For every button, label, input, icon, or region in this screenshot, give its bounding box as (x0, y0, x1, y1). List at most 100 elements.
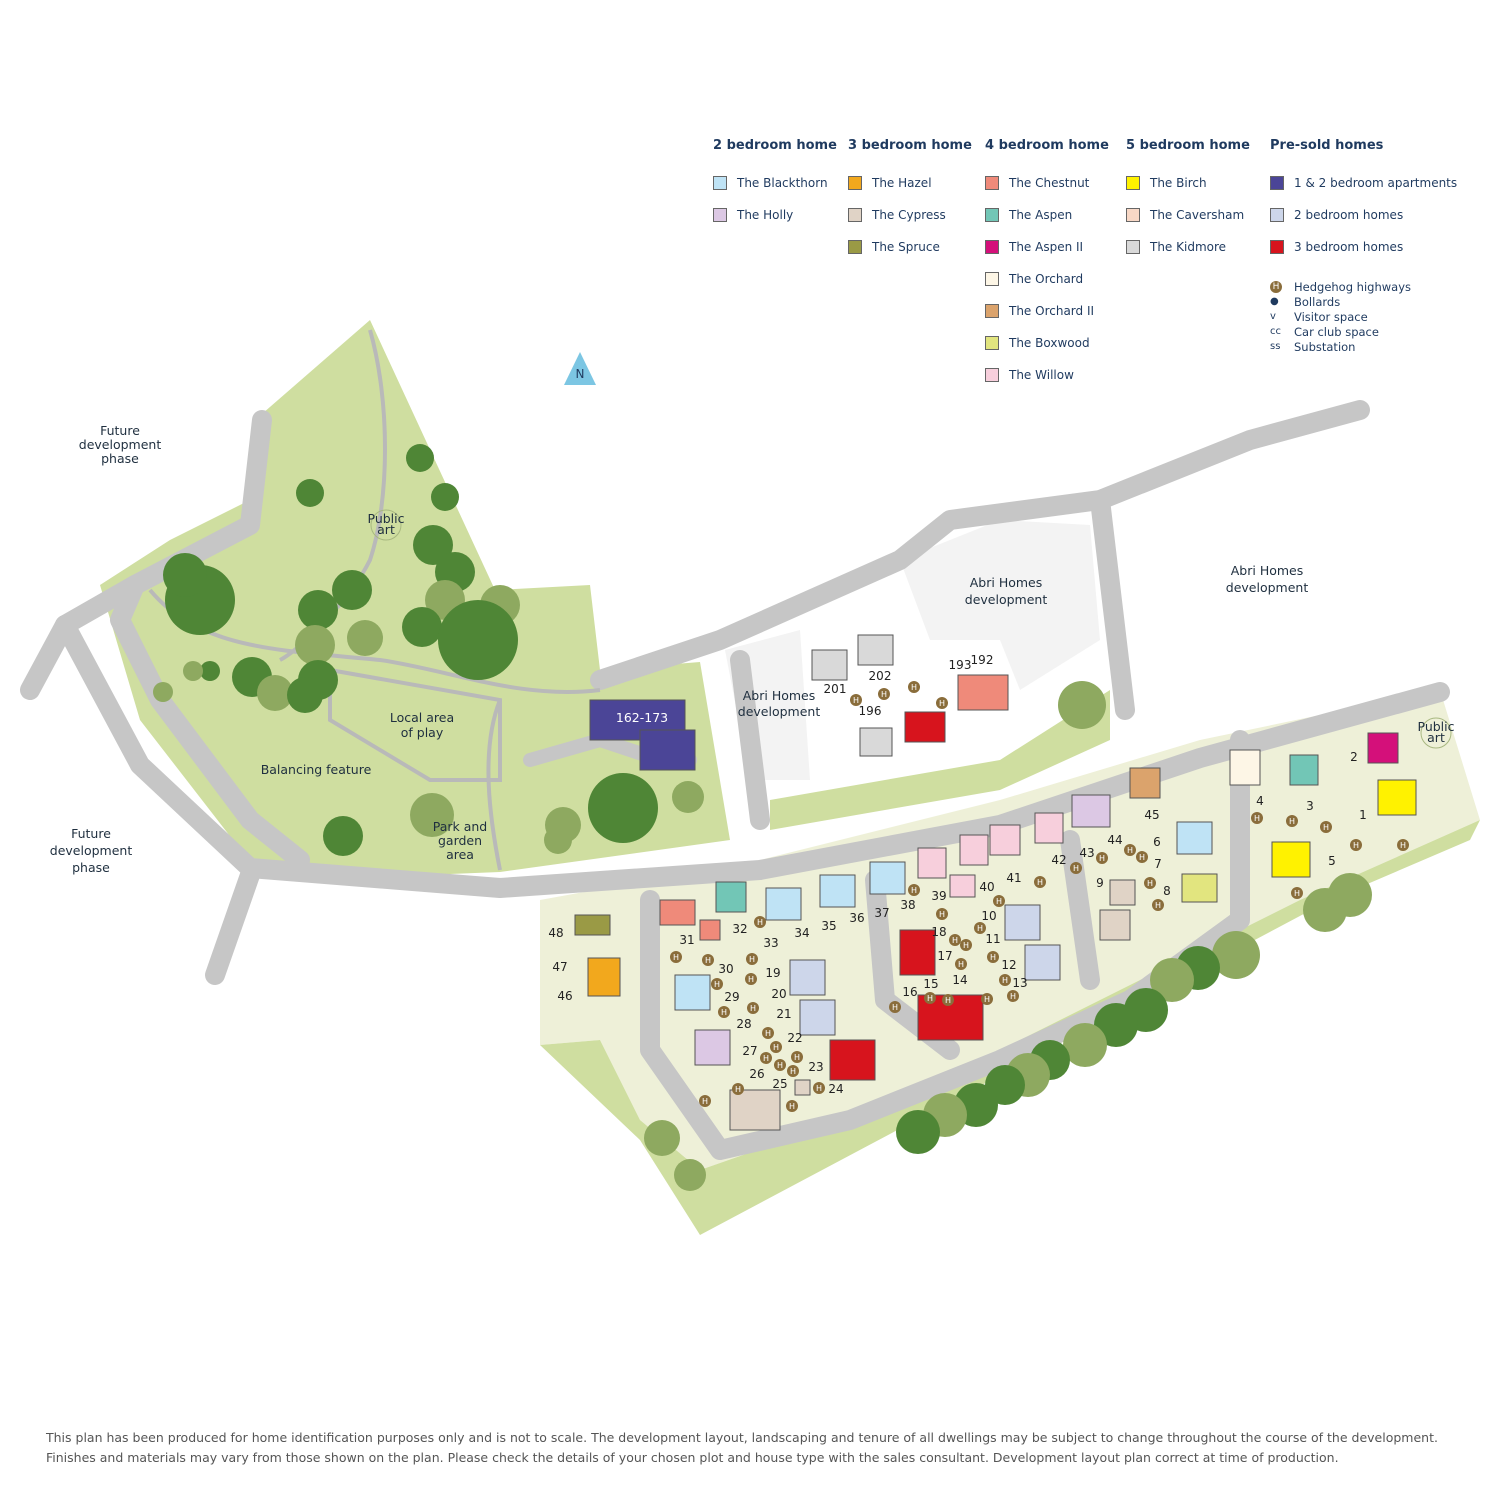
house-footprint[interactable] (1176, 821, 1213, 855)
house-footprint[interactable] (715, 881, 747, 913)
plot-number-21[interactable]: 21 (776, 1007, 791, 1021)
plot-number-43[interactable]: 43 (1079, 846, 1094, 860)
plot-number-17[interactable]: 17 (937, 949, 952, 963)
house-footprint[interactable] (811, 649, 848, 681)
plot-number-39[interactable]: 39 (931, 889, 946, 903)
house-footprint[interactable] (1181, 873, 1218, 903)
plot-number-35[interactable]: 35 (821, 919, 836, 933)
house-footprint[interactable] (699, 919, 721, 941)
plot-number-9[interactable]: 9 (1096, 876, 1104, 890)
plot-number-27[interactable]: 27 (742, 1044, 757, 1058)
plot-number-28[interactable]: 28 (736, 1017, 751, 1031)
plot-number-20[interactable]: 20 (771, 987, 786, 1001)
house-footprint[interactable] (587, 957, 621, 997)
house-footprint[interactable] (694, 1029, 731, 1066)
plot-number-42[interactable]: 42 (1051, 853, 1066, 867)
plot-number-10[interactable]: 10 (981, 909, 996, 923)
house-footprint[interactable] (959, 834, 989, 866)
house-footprint[interactable] (1109, 879, 1136, 906)
house-footprint[interactable] (1289, 754, 1319, 786)
plot-number-196[interactable]: 196 (859, 704, 882, 718)
plot-number-19[interactable]: 19 (765, 966, 780, 980)
plot-number-22[interactable]: 22 (787, 1031, 802, 1045)
plot-number-46[interactable]: 46 (557, 989, 572, 1003)
house-footprint[interactable] (794, 1079, 811, 1096)
house-footprint[interactable] (1377, 779, 1417, 816)
hedgehog-highway-marker: H (718, 1006, 730, 1018)
house-footprint[interactable] (1271, 841, 1311, 878)
house-footprint[interactable] (1071, 794, 1111, 828)
plot-number-38[interactable]: 38 (900, 898, 915, 912)
plot-number-33[interactable]: 33 (763, 936, 778, 950)
plot-number-193[interactable]: 193 (949, 658, 972, 672)
house-footprint[interactable] (899, 929, 936, 976)
plot-number-40[interactable]: 40 (979, 880, 994, 894)
plot-number-41[interactable]: 41 (1006, 871, 1021, 885)
plot-number-192[interactable]: 192 (971, 653, 994, 667)
plot-number-23[interactable]: 23 (808, 1060, 823, 1074)
plot-number-25[interactable]: 25 (772, 1077, 787, 1091)
plot-number-36[interactable]: 36 (849, 911, 864, 925)
plot-number-14[interactable]: 14 (952, 973, 967, 987)
house-footprint[interactable] (789, 959, 826, 996)
house-footprint[interactable] (1129, 767, 1161, 799)
plot-number-45[interactable]: 45 (1144, 808, 1159, 822)
house-footprint[interactable] (829, 1039, 876, 1081)
plot-number-34[interactable]: 34 (794, 926, 809, 940)
plot-number-5[interactable]: 5 (1328, 854, 1336, 868)
plot-number-31[interactable]: 31 (679, 933, 694, 947)
plot-number-32[interactable]: 32 (732, 922, 747, 936)
plot-number-202[interactable]: 202 (869, 669, 892, 683)
plot-number-6[interactable]: 6 (1153, 835, 1161, 849)
house-footprint[interactable] (917, 847, 947, 879)
plot-number-201[interactable]: 201 (824, 682, 847, 696)
house-footprint[interactable] (1367, 732, 1399, 764)
house-footprint[interactable] (1099, 909, 1131, 941)
plot-number-12[interactable]: 12 (1001, 958, 1016, 972)
house-footprint[interactable] (639, 729, 696, 771)
tree-icon (1328, 873, 1372, 917)
plot-number-3[interactable]: 3 (1306, 799, 1314, 813)
plot-number-7[interactable]: 7 (1154, 857, 1162, 871)
house-footprint[interactable] (659, 899, 696, 926)
house-footprint[interactable] (1229, 749, 1261, 786)
house-footprint[interactable] (857, 634, 894, 666)
house-footprint[interactable] (819, 874, 856, 908)
house-footprint[interactable] (869, 861, 906, 895)
plot-number-15[interactable]: 15 (923, 977, 938, 991)
house-footprint[interactable] (674, 974, 711, 1011)
house-footprint[interactable] (1034, 812, 1064, 844)
house-footprint[interactable] (1024, 944, 1061, 981)
plot-number-44[interactable]: 44 (1107, 833, 1122, 847)
plot-number-30[interactable]: 30 (718, 962, 733, 976)
plot-number-16[interactable]: 16 (902, 985, 917, 999)
plot-number-11[interactable]: 11 (985, 932, 1000, 946)
house-footprint[interactable] (729, 1089, 781, 1131)
hedgehog-highway-marker: H (1144, 877, 1156, 889)
plot-number-1[interactable]: 1 (1359, 808, 1367, 822)
house-footprint[interactable] (574, 914, 611, 936)
house-footprint[interactable] (1004, 904, 1041, 941)
hedgehog-icon: H (773, 1043, 779, 1052)
house-footprint[interactable] (765, 887, 802, 921)
house-footprint[interactable] (957, 674, 1009, 711)
plot-number-26[interactable]: 26 (749, 1067, 764, 1081)
area-label-public_art_2: art (1427, 730, 1445, 745)
plot-number-8[interactable]: 8 (1163, 884, 1171, 898)
house-footprint[interactable] (859, 727, 893, 757)
plot-number-37[interactable]: 37 (874, 906, 889, 920)
plot-number-4[interactable]: 4 (1256, 794, 1264, 808)
plot-number-2[interactable]: 2 (1350, 750, 1358, 764)
house-footprint[interactable] (799, 999, 836, 1036)
house-footprint[interactable] (904, 711, 946, 743)
hedgehog-icon: H (1294, 889, 1300, 898)
house-footprint[interactable] (949, 874, 976, 898)
plot-number-48[interactable]: 48 (548, 926, 563, 940)
plot-number-24[interactable]: 24 (828, 1082, 843, 1096)
plot-number-13[interactable]: 13 (1012, 976, 1027, 990)
plot-number-18[interactable]: 18 (931, 925, 946, 939)
plot-number-29[interactable]: 29 (724, 990, 739, 1004)
house-footprint[interactable] (989, 824, 1021, 856)
plot-number-47[interactable]: 47 (552, 960, 567, 974)
